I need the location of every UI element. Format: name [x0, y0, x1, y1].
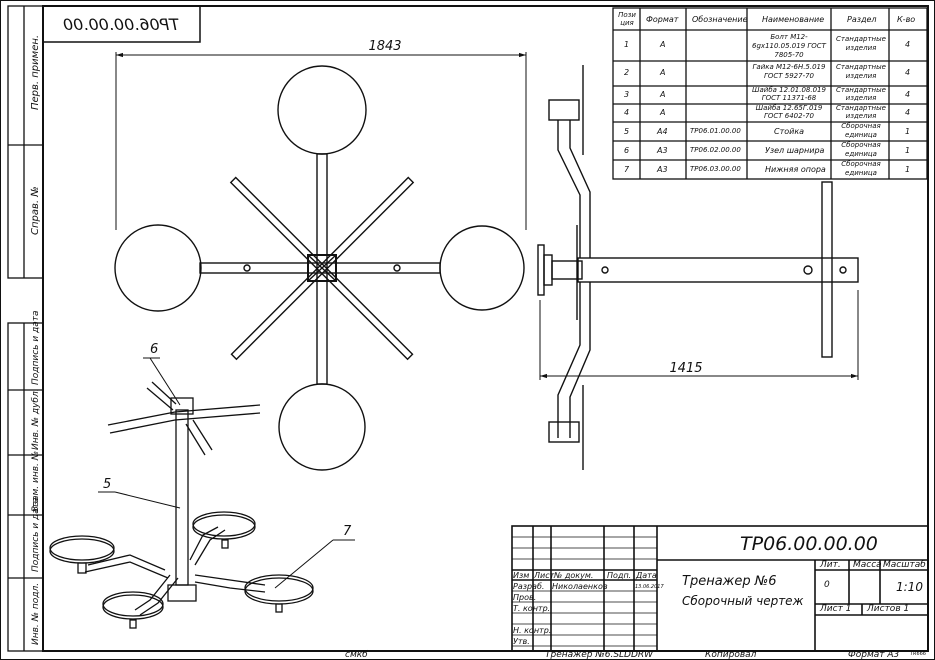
role-n-kontr: Н. контр. [513, 626, 552, 635]
spec-cell-pos: 5 [624, 127, 630, 136]
spec-header-name: Наименование [762, 15, 825, 24]
sheets-label: Листов 1 [867, 604, 910, 614]
spec-cell-qty: 1 [905, 146, 911, 155]
spec-cell-format: А [660, 68, 666, 77]
spec-cell-pos: 6 [624, 146, 630, 155]
spec-cell-pos: 1 [624, 40, 630, 49]
spec-cell-name: Нижняя опора [765, 165, 826, 174]
spec-cell-section: Стандартные изделия [836, 104, 886, 120]
title-block-grid [511, 525, 929, 652]
spec-cell-qty: 4 [905, 108, 911, 117]
footer-tiny: TR666 [910, 651, 927, 657]
spec-cell-format: А [660, 90, 666, 99]
developer-name: Николаенков [552, 582, 608, 591]
spec-header-format: Формат [646, 15, 679, 24]
spec-cell-code: ТР06.03.00.00 [690, 165, 741, 173]
spec-cell-pos: 2 [624, 68, 630, 77]
callout-5: 5 [103, 477, 111, 492]
spec-cell-qty: 4 [905, 40, 911, 49]
spec-cell-name: Шайба 12.65Г.019 ГОСТ 6402-70 [755, 104, 823, 120]
spec-cell-pos: 7 [624, 165, 630, 174]
spec-cell-name: Узел шарнира [765, 146, 825, 155]
spec-header-qty: К-во [897, 15, 916, 24]
col-header-podp: Подп. [607, 571, 632, 580]
callout-6: 6 [150, 342, 158, 357]
dimension-1843: 1843 [368, 39, 401, 54]
mirrored-code-box: ТР06.00.00.00 [42, 5, 201, 43]
lit-value: 0 [824, 580, 830, 590]
scale-label: Масштаб [883, 560, 926, 570]
spec-cell-format: А3 [657, 165, 668, 174]
side-view [537, 65, 859, 470]
title-designation: ТР06.00.00.00 [740, 533, 878, 555]
side-label-inv-podl: Инв. № подл. [31, 583, 41, 645]
side-label-sprav-no: Справ. № [30, 186, 41, 235]
side-stamp [7, 5, 44, 652]
callout-7: 7 [343, 524, 352, 539]
role-t-kontr: Т. контр. [513, 604, 551, 613]
footer-file: Тренажер №6.SLDDRW [545, 650, 654, 660]
col-header-izm: Изм [513, 571, 530, 580]
mass-label: Масса [853, 560, 882, 570]
spec-header-section: Раздел [847, 15, 877, 24]
top-dimension [115, 52, 527, 230]
mirrored-drawing-code: ТР06.00.00.00 [63, 15, 179, 34]
scale-value: 1:10 [896, 580, 923, 594]
col-header-list: Лист [534, 571, 555, 580]
spec-header-code: Обозначение [692, 15, 748, 24]
spec-cell-section: Сборочная единица [841, 141, 881, 158]
footer-format: Формат А3 [848, 650, 900, 660]
spec-table-grid [612, 7, 928, 180]
title-block-thin-lines [512, 536, 657, 647]
spec-header-pos: Пози ция [618, 11, 636, 27]
role-utv: Утв. [513, 637, 530, 646]
spec-cell-section: Стандартные изделия [836, 35, 886, 52]
dimension-1415: 1415 [669, 361, 702, 376]
spec-cell-qty: 4 [905, 90, 911, 99]
spec-cell-section: Сборочная единица [841, 160, 881, 177]
col-header-doc: № докум. [554, 571, 594, 580]
side-label-podpis-data-2: Подпись и дата [31, 497, 41, 572]
side-dimension [539, 290, 859, 380]
spec-cell-qty: 4 [905, 68, 911, 77]
spec-cell-format: А [660, 108, 666, 117]
role-razrab: Разраб. [513, 582, 545, 591]
sheet-label: Лист 1 [820, 604, 852, 614]
spec-cell-name: Гайка М12-6Н.5.019 ГОСТ 5927-70 [752, 63, 826, 80]
spec-cell-code: ТР06.01.00.00 [690, 127, 741, 135]
developer-date: 13.06.2017 [635, 584, 664, 590]
spec-cell-section: Сборочная единица [841, 122, 881, 139]
top-view [114, 65, 525, 471]
spec-cell-name: Шайба 12.01.08.019 ГОСТ 11371-68 [752, 86, 826, 102]
spec-cell-section: Стандартные изделия [836, 86, 886, 102]
side-label-podpis-data-1: Подпись и дата [31, 310, 41, 385]
spec-cell-pos: 3 [624, 90, 630, 99]
spec-cell-code: ТР06.02.00.00 [690, 146, 741, 154]
title-doc-type: Сборочный чертеж [682, 594, 804, 608]
spec-cell-name: Болт М12-6gх110.05.019 ГОСТ 7805-70 [752, 33, 826, 59]
footer-copied: Копировал [705, 650, 757, 660]
title-product-name: Тренажер №6 [682, 574, 777, 589]
callout-leaders [98, 357, 355, 589]
footer-left: смкб [345, 650, 368, 660]
spec-cell-format: А [660, 40, 666, 49]
spec-cell-format: А3 [657, 146, 668, 155]
spec-cell-pos: 4 [624, 108, 630, 117]
side-label-vzam-inv: Взам. инв. № [31, 451, 41, 512]
lit-label: Лит. [820, 560, 841, 570]
spec-cell-qty: 1 [905, 127, 911, 136]
side-label-perv-primen: Перв. примен. [30, 35, 41, 110]
spec-cell-format: А4 [657, 127, 668, 136]
spec-cell-section: Стандартные изделия [836, 63, 886, 80]
isometric-view [49, 381, 314, 629]
col-header-data: Дата [636, 571, 657, 580]
side-label-inv-dubl: Инв. № дубл. [31, 388, 41, 450]
spec-cell-name: Стойка [774, 127, 805, 136]
spec-cell-qty: 1 [905, 165, 911, 174]
role-prov: Пров. [513, 593, 537, 602]
